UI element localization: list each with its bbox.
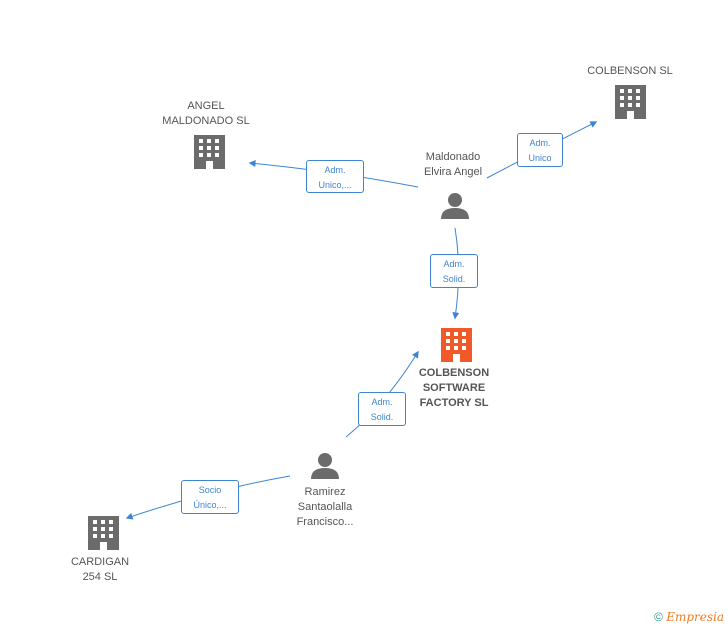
colbenson-label[interactable]: COLBENSON SL [587, 65, 673, 77]
edge-label-to-center-bottom[interactable]: Adm. Solid. [358, 392, 406, 426]
ramirez-label[interactable]: Ramirez Santaolalla Francisco... [296, 486, 354, 528]
building-icon-center[interactable] [441, 328, 472, 362]
brand-logo: Empresia [666, 610, 724, 624]
angel-maldonado-label[interactable]: ANGEL MALDONADO SL [162, 100, 250, 127]
building-icon-colbenson[interactable] [615, 85, 646, 119]
edge-label-to-cardigan[interactable]: Socio Único,... [181, 480, 239, 514]
building-icon-angel-maldonado[interactable] [194, 135, 225, 169]
cardigan-label[interactable]: CARDIGAN 254 SL [70, 556, 130, 583]
maldonado-label[interactable]: Maldonado Elvira Angel [423, 151, 483, 178]
building-icon-cardigan[interactable] [88, 516, 119, 550]
edge-label-to-center-top[interactable]: Adm. Solid. [430, 254, 478, 288]
watermark: © Empresia [654, 610, 724, 624]
person-icon-maldonado[interactable] [441, 193, 469, 219]
person-icon-ramirez[interactable] [311, 453, 339, 479]
edge-label-to-angel[interactable]: Adm. Unico,... [306, 160, 364, 193]
edge-label-to-colbenson[interactable]: Adm. Unico [517, 133, 563, 167]
center-company-label[interactable]: COLBENSON SOFTWARE FACTORY SL [418, 367, 490, 409]
copyright-icon: © [654, 610, 663, 624]
